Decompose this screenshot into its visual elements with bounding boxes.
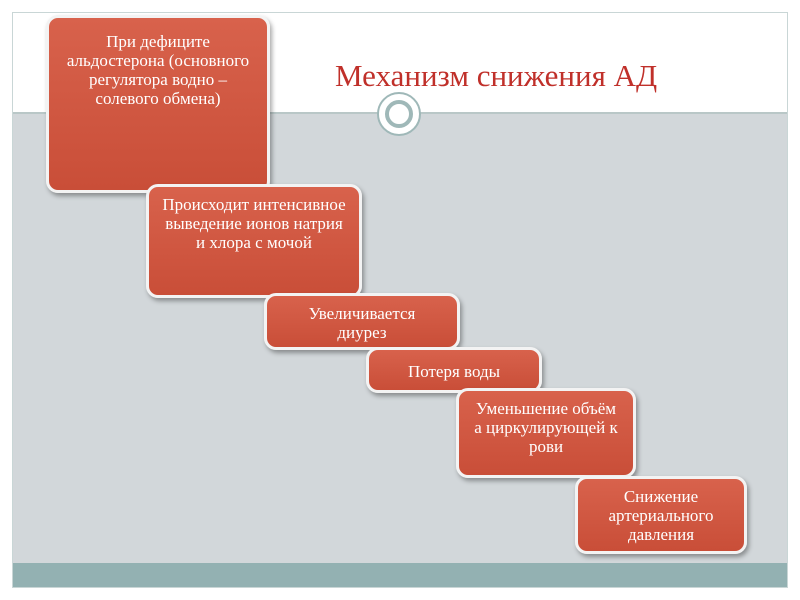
step-2-label: Происходит интенсивное выведение ионов н… bbox=[162, 195, 346, 252]
slide-title: Механизм снижения АД bbox=[335, 58, 658, 93]
step-5-label: Уменьшение объёма циркулирующей крови bbox=[474, 399, 618, 456]
step-3-label: Увеличивается диурез bbox=[308, 304, 416, 342]
step-4-water-loss: Потеря воды bbox=[366, 347, 542, 393]
circle-ornament-icon bbox=[377, 92, 421, 136]
footer-bar bbox=[13, 563, 787, 587]
step-2-ion-excretion: Происходит интенсивное выведение ионов н… bbox=[146, 184, 362, 298]
step-1-aldosterone-deficit: При дефиците альдостерона (основного рег… bbox=[46, 15, 270, 193]
step-6-label: Снижение артериального давления bbox=[608, 487, 714, 544]
step-6-pressure-drop: Снижение артериального давления bbox=[575, 476, 747, 554]
step-3-diuresis: Увеличивается диурез bbox=[264, 293, 460, 350]
step-5-blood-volume: Уменьшение объёма циркулирующей крови bbox=[456, 388, 636, 478]
slide-frame bbox=[12, 12, 788, 588]
step-4-label: Потеря воды bbox=[407, 362, 501, 381]
step-1-label: При дефиците альдостерона (основного рег… bbox=[66, 32, 250, 108]
